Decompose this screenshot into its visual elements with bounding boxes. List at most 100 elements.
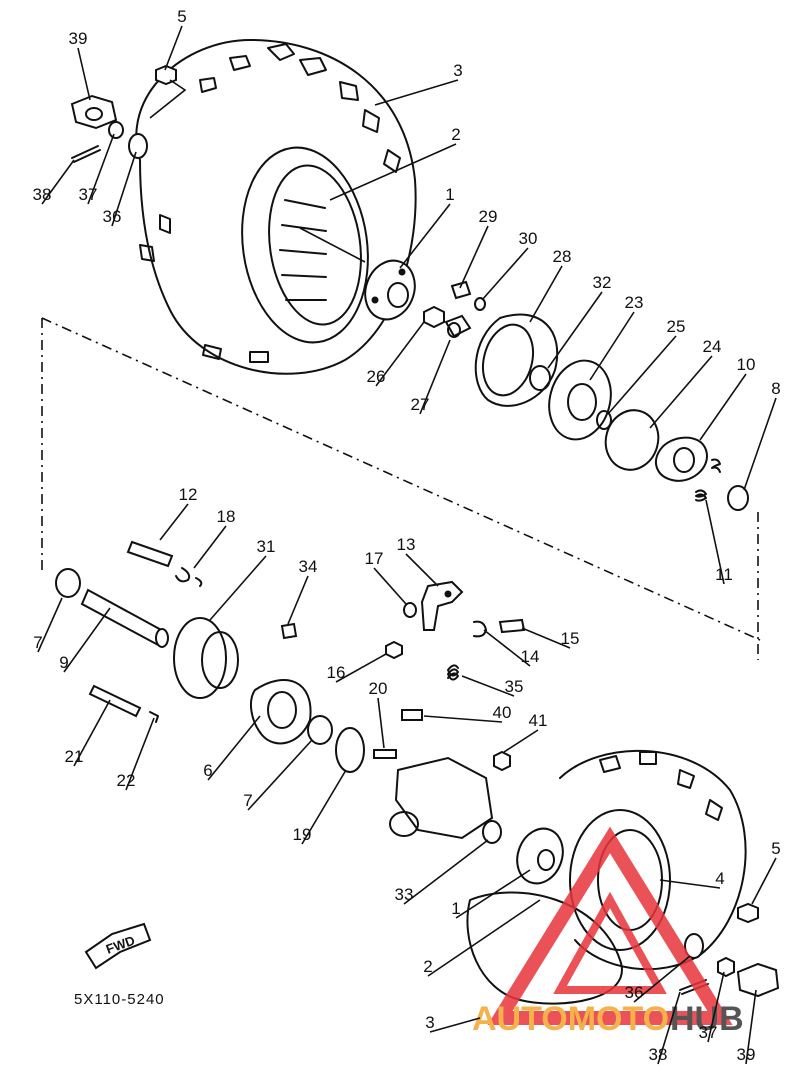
callout-leader-c25 [607, 335, 677, 415]
diagram-code: 5X110-5240 [74, 991, 165, 1008]
callout-leader-c37b [707, 971, 725, 1043]
bolt-34 [280, 622, 298, 640]
brake-arm-13 [420, 580, 464, 631]
callout-c37b: 37 [699, 1023, 718, 1042]
washer-33 [482, 820, 502, 844]
callout-c9: 9 [59, 653, 68, 672]
nut-16 [385, 640, 403, 660]
callout-c34: 34 [299, 557, 318, 576]
callout-c27: 27 [411, 395, 430, 414]
callout-leader-c26 [375, 321, 425, 387]
washer-37-upper [108, 121, 124, 139]
callout-c26: 26 [367, 367, 386, 386]
callout-c3a: 3 [453, 61, 462, 80]
plate-19 [335, 727, 365, 773]
callout-leader-c33 [403, 839, 489, 905]
callout-leader-c2a [329, 143, 457, 201]
callout-leader-c5b [751, 857, 777, 905]
callout-c7a: 7 [33, 633, 42, 652]
callout-leader-c23 [589, 311, 635, 381]
seal-7-left [55, 568, 81, 598]
nut-26 [423, 305, 445, 329]
dowel-21 [88, 684, 142, 718]
callout-c40: 40 [493, 703, 512, 722]
callout-leader-c40 [423, 715, 503, 723]
callout-leader-c13 [405, 553, 439, 587]
callout-c12: 12 [179, 485, 198, 504]
brake-shoe-10 [655, 436, 708, 482]
circlip-24 [604, 409, 660, 471]
hub-flange-6 [249, 679, 312, 745]
callout-c25: 25 [667, 317, 686, 336]
rear-wheel-tire-upper [135, 39, 417, 375]
callout-c36a: 36 [103, 207, 122, 226]
final-gear-case [389, 756, 494, 840]
o-ring-25 [596, 410, 612, 430]
automotohub-watermark-logo [487, 826, 733, 1025]
callout-leader-c28 [529, 265, 563, 323]
callout-c36b: 36 [625, 983, 644, 1002]
callout-leader-c32 [547, 291, 603, 369]
callout-leader-c7b [247, 739, 313, 811]
callout-c20: 20 [369, 679, 388, 698]
callout-c29: 29 [479, 207, 498, 226]
callout-c11: 11 [715, 565, 733, 584]
callout-leader-c18 [193, 525, 227, 569]
callout-leader-c22 [125, 717, 155, 791]
nut-41 [493, 750, 511, 772]
callout-leader-c8 [743, 397, 777, 491]
nut-5-lower [737, 902, 759, 924]
callout-leader-c16 [335, 653, 387, 683]
callout-leader-c29 [459, 225, 489, 289]
callout-c24: 24 [703, 337, 722, 356]
callout-c32: 32 [593, 273, 612, 292]
callout-leader-c38a [41, 159, 75, 205]
callout-c21: 21 [65, 747, 84, 766]
callout-c18: 18 [217, 507, 236, 526]
callout-c15: 15 [561, 629, 580, 648]
spring-11-b [711, 458, 721, 473]
callout-leader-c27 [419, 339, 451, 415]
callout-leader-c7a [37, 597, 63, 653]
pin-22 [149, 711, 159, 723]
rear-wheel-tire-lower [466, 749, 747, 1005]
callout-leader-c36b [633, 955, 691, 1003]
callout-leader-c14 [483, 629, 531, 667]
callout-c13: 13 [397, 535, 416, 554]
callout-c28: 28 [553, 247, 572, 266]
callout-c5a: 5 [177, 7, 186, 26]
callout-c41: 41 [529, 711, 548, 730]
callout-c38a: 38 [33, 185, 52, 204]
assembly-axis-line [41, 317, 761, 660]
axle-nut-39-upper [70, 94, 118, 130]
callout-leader-c5a [164, 25, 183, 71]
callout-leader-c30 [481, 247, 529, 301]
brake-drum-23 [548, 359, 612, 441]
callout-leader-c37a [87, 133, 115, 205]
callout-c19: 19 [293, 825, 312, 844]
callout-c31: 31 [257, 537, 276, 556]
callout-leader-c3a [374, 79, 459, 106]
callout-leader-c36a [111, 151, 137, 227]
callout-leader-c10 [699, 373, 747, 441]
axle-nut-39-lower [736, 962, 780, 998]
callout-leader-c3b [429, 1017, 481, 1033]
pin-12 [126, 540, 174, 568]
callout-c37a: 37 [79, 185, 98, 204]
callout-leader-c17 [373, 567, 407, 605]
clip-18 [175, 567, 203, 587]
clip-14 [473, 620, 487, 638]
forward-direction-arrow: FWD [84, 922, 152, 970]
bolt-40 [401, 709, 423, 721]
watermark-word-b: HUB [670, 1000, 744, 1038]
callout-c39b: 39 [737, 1045, 756, 1064]
callout-c3b: 3 [425, 1013, 434, 1032]
plate-washer-36-upper [128, 133, 148, 159]
callout-leader-c20 [377, 697, 385, 749]
washer-30 [474, 297, 486, 311]
callout-c7b: 7 [243, 791, 252, 810]
bolt-15 [498, 618, 526, 634]
spring-35 [447, 664, 459, 681]
